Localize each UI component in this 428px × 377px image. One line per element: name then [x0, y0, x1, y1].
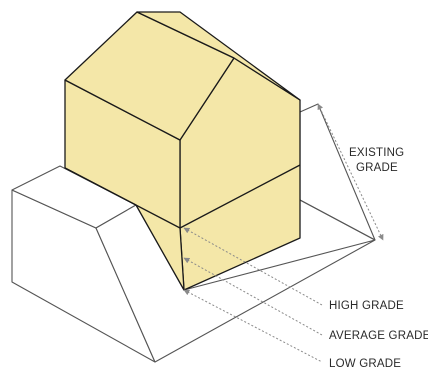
- low-grade-leader: [183, 289, 323, 363]
- house-roof-back: [136, 11, 301, 101]
- average-grade-label: AVERAGE GRADE: [329, 330, 428, 342]
- low-grade-label: LOW GRADE: [329, 358, 401, 370]
- existing-grade-arrow: [317, 103, 384, 241]
- existing-grade-label-line2: GRADE: [356, 162, 398, 174]
- terrain-slope-face: [95, 204, 376, 363]
- house-floor-line: [64, 164, 301, 229]
- existing-grade-label-line1: EXISTING: [349, 147, 404, 159]
- house: [64, 11, 301, 291]
- high-grade-label: HIGH GRADE: [329, 300, 404, 312]
